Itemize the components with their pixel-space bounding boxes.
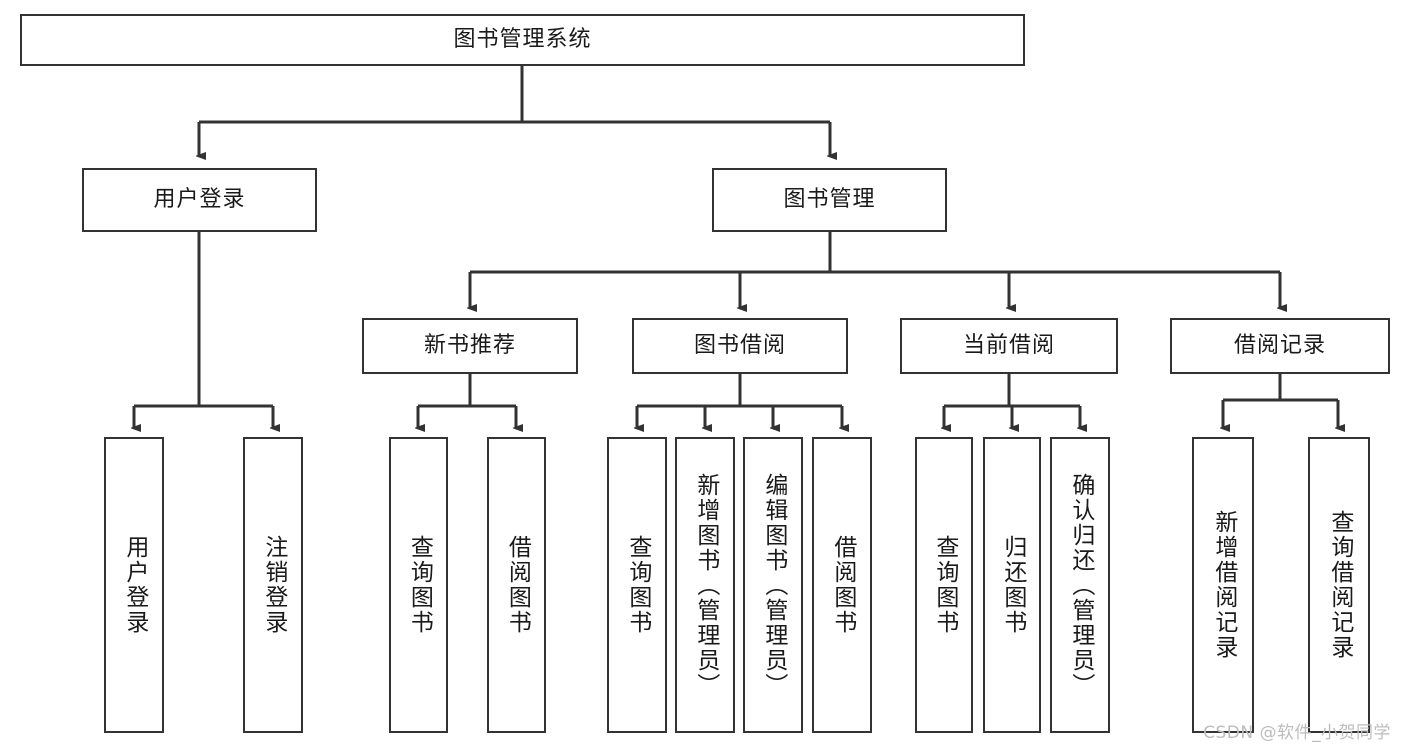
node-leaf-query-book-2[interactable]: 查询图书 bbox=[607, 437, 667, 733]
node-leaf-add-borrow-record-label: 新增借阅记录 bbox=[1210, 510, 1237, 660]
node-leaf-query-book-3-label: 查询图书 bbox=[931, 535, 958, 635]
node-leaf-query-book-3[interactable]: 查询图书 bbox=[915, 437, 973, 733]
node-leaf-user-login-label: 用户登录 bbox=[121, 535, 148, 635]
node-leaf-return-book[interactable]: 归还图书 bbox=[983, 437, 1041, 733]
node-leaf-borrow-book-2-label: 借阅图书 bbox=[829, 535, 856, 635]
node-current-borrow[interactable]: 当前借阅 bbox=[900, 318, 1118, 374]
node-leaf-logout-label: 注销登录 bbox=[260, 535, 287, 635]
node-leaf-confirm-return-admin[interactable]: 确认归还（管理员） bbox=[1050, 437, 1110, 733]
node-book-borrow[interactable]: 图书借阅 bbox=[632, 318, 848, 374]
node-borrow-record[interactable]: 借阅记录 bbox=[1170, 318, 1390, 374]
node-leaf-query-book-1[interactable]: 查询图书 bbox=[389, 437, 448, 733]
node-leaf-add-borrow-record[interactable]: 新增借阅记录 bbox=[1192, 437, 1254, 733]
node-leaf-query-borrow-record[interactable]: 查询借阅记录 bbox=[1308, 437, 1370, 733]
node-user-login-label: 用户登录 bbox=[153, 186, 246, 212]
node-leaf-user-login[interactable]: 用户登录 bbox=[104, 437, 164, 733]
node-leaf-borrow-book-2[interactable]: 借阅图书 bbox=[812, 437, 872, 733]
node-leaf-query-book-2-label: 查询图书 bbox=[624, 535, 651, 635]
node-book-management[interactable]: 图书管理 bbox=[712, 168, 947, 232]
node-leaf-add-book-admin-label: 新增图书（管理员） bbox=[692, 472, 719, 698]
node-leaf-logout[interactable]: 注销登录 bbox=[243, 437, 303, 733]
node-leaf-edit-book-admin[interactable]: 编辑图书（管理员） bbox=[743, 437, 803, 733]
node-leaf-borrow-book-1-label: 借阅图书 bbox=[504, 535, 531, 635]
node-leaf-return-book-label: 归还图书 bbox=[999, 535, 1026, 635]
node-book-management-label: 图书管理 bbox=[783, 186, 876, 212]
node-leaf-borrow-book-1[interactable]: 借阅图书 bbox=[487, 437, 546, 733]
node-root-label: 图书管理系统 bbox=[453, 26, 592, 52]
node-book-borrow-label: 图书借阅 bbox=[693, 332, 786, 358]
node-new-book-recommend[interactable]: 新书推荐 bbox=[362, 318, 578, 374]
node-leaf-query-book-1-label: 查询图书 bbox=[406, 535, 433, 635]
node-leaf-edit-book-admin-label: 编辑图书（管理员） bbox=[760, 472, 787, 698]
node-leaf-confirm-return-admin-label: 确认归还（管理员） bbox=[1067, 472, 1094, 698]
node-user-login[interactable]: 用户登录 bbox=[82, 168, 317, 232]
node-leaf-query-borrow-record-label: 查询借阅记录 bbox=[1326, 510, 1353, 660]
node-current-borrow-label: 当前借阅 bbox=[962, 332, 1055, 358]
node-root[interactable]: 图书管理系统 bbox=[20, 14, 1025, 66]
node-new-book-recommend-label: 新书推荐 bbox=[423, 332, 516, 358]
node-leaf-add-book-admin[interactable]: 新增图书（管理员） bbox=[675, 437, 735, 733]
node-borrow-record-label: 借阅记录 bbox=[1233, 332, 1326, 358]
